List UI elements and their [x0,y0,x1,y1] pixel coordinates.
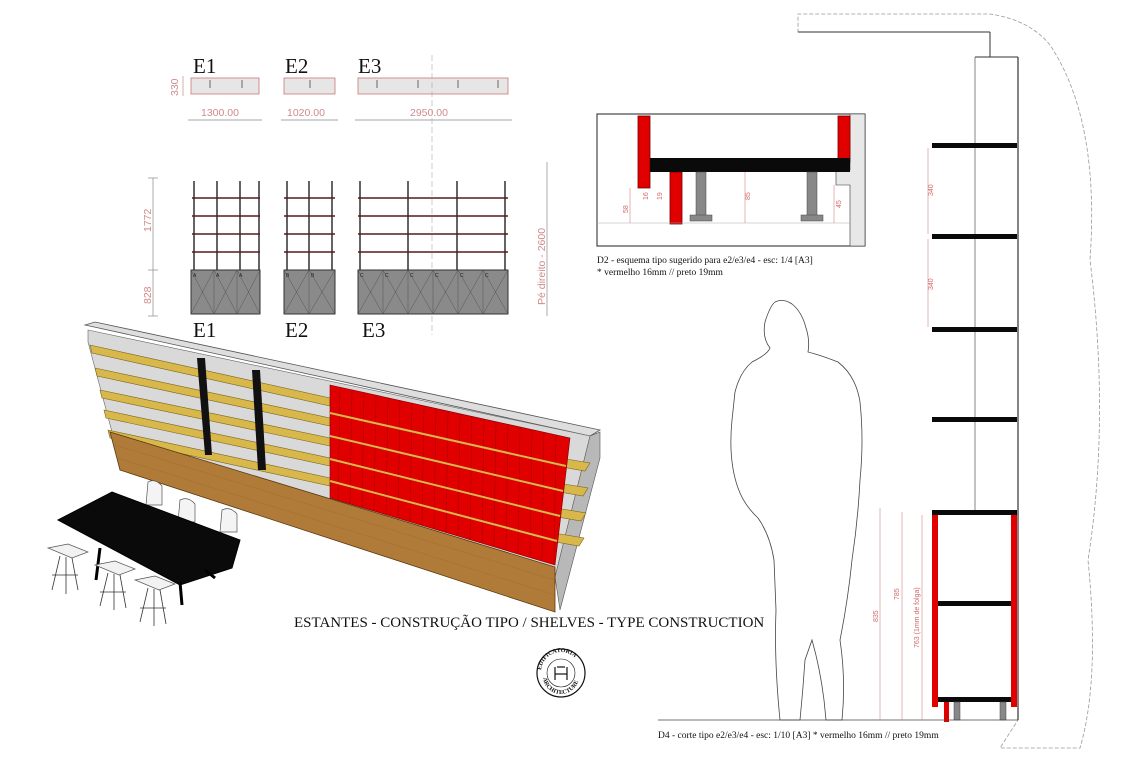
d2-caption: D2 - esquema tipo sugerido para e2/e3/e4… [597,256,813,266]
cabinet-letter-e3-4: C [435,273,439,279]
upper-height-dimension: 1772 [142,208,154,232]
d2-dim-16: 16 [643,192,650,200]
edificatoria-seal: EDIFICATORIA ARCHITECTURE [536,648,586,698]
d2-dim-45: 45 [836,200,843,208]
cabinet-letter-e3-2: C [385,273,389,279]
plan-strips: E1 E2 E3 330 1300.00 1020.00 2950.00 [169,54,512,335]
depth-dimension: 330 [169,78,181,96]
plan-label-e2: E2 [285,54,308,78]
elevation-label-e1: E1 [193,318,216,342]
d4-dim-763: 763 (1mm de folga) [914,587,921,648]
d2-dim-85: 85 [745,192,752,200]
cabinet-letter-e1-3: A [239,273,243,279]
table-with-chairs [46,480,241,626]
width-dimension-e1: 1300.00 [201,107,239,119]
d2-dim-58: 58 [623,205,630,213]
width-dimension-e3: 2950.00 [410,107,448,119]
cabinet-letter-e2-2: B [311,273,315,279]
cabinet-letter-e3-1: C [360,273,364,279]
seal-chair-icon [554,666,568,680]
d2-note: * vermelho 16mm // preto 19mm [597,268,723,278]
d4-dim-835: 835 [873,610,880,622]
detail-d2: 58 16 19 85 45 D2 - esquema tipo sugerid… [596,113,866,278]
lower-height-dimension: 828 [142,286,154,304]
elevation-label-e3: E3 [362,318,385,342]
plan-strip-e3 [357,77,509,95]
cabinet-letter-e3-6: C [485,273,489,279]
ceiling-height-label: Pé direito - 2600 [536,228,548,305]
elevation-e2: B B [283,181,336,315]
plan-strip-e1 [190,77,260,95]
shelf-3d-view [83,321,602,613]
cabinet-letter-e3-5: C [460,273,464,279]
human-silhouette [730,300,863,721]
front-elevations: 1772 828 Pé direito - 2600 A A A [142,162,548,342]
cabinet-letter-e1-2: A [216,273,220,279]
elevation-label-e2: E2 [285,318,308,342]
d4-caption: D4 - corte tipo e2/e3/e4 - esc: 1/10 [A3… [658,731,939,741]
plan-label-e1: E1 [193,54,216,78]
d4-dim-340-upper: 340 [928,184,935,196]
plan-label-e3: E3 [358,54,381,78]
width-dimension-e2: 1020.00 [287,107,325,119]
elevation-e3: C C C C C C [357,181,509,315]
detail-d4: 340 340 835 785 763 (1mm de folga) D4 - … [658,13,1100,749]
books-red [329,384,571,566]
wooden-base [109,431,556,613]
d2-dim-19: 19 [657,192,664,200]
sheet-title: ESTANTES - CONSTRUÇÃO TIPO / SHELVES - T… [294,615,764,631]
cabinet-letter-e2-1: B [286,273,290,279]
cabinet-letter-e1-1: A [193,273,197,279]
elevation-e1: A A A [190,181,261,315]
cabinet-letter-e3-3: C [410,273,414,279]
d4-dim-340-lower: 340 [928,278,935,290]
shelves-yellow [89,344,591,547]
d4-dim-785: 785 [894,588,901,600]
